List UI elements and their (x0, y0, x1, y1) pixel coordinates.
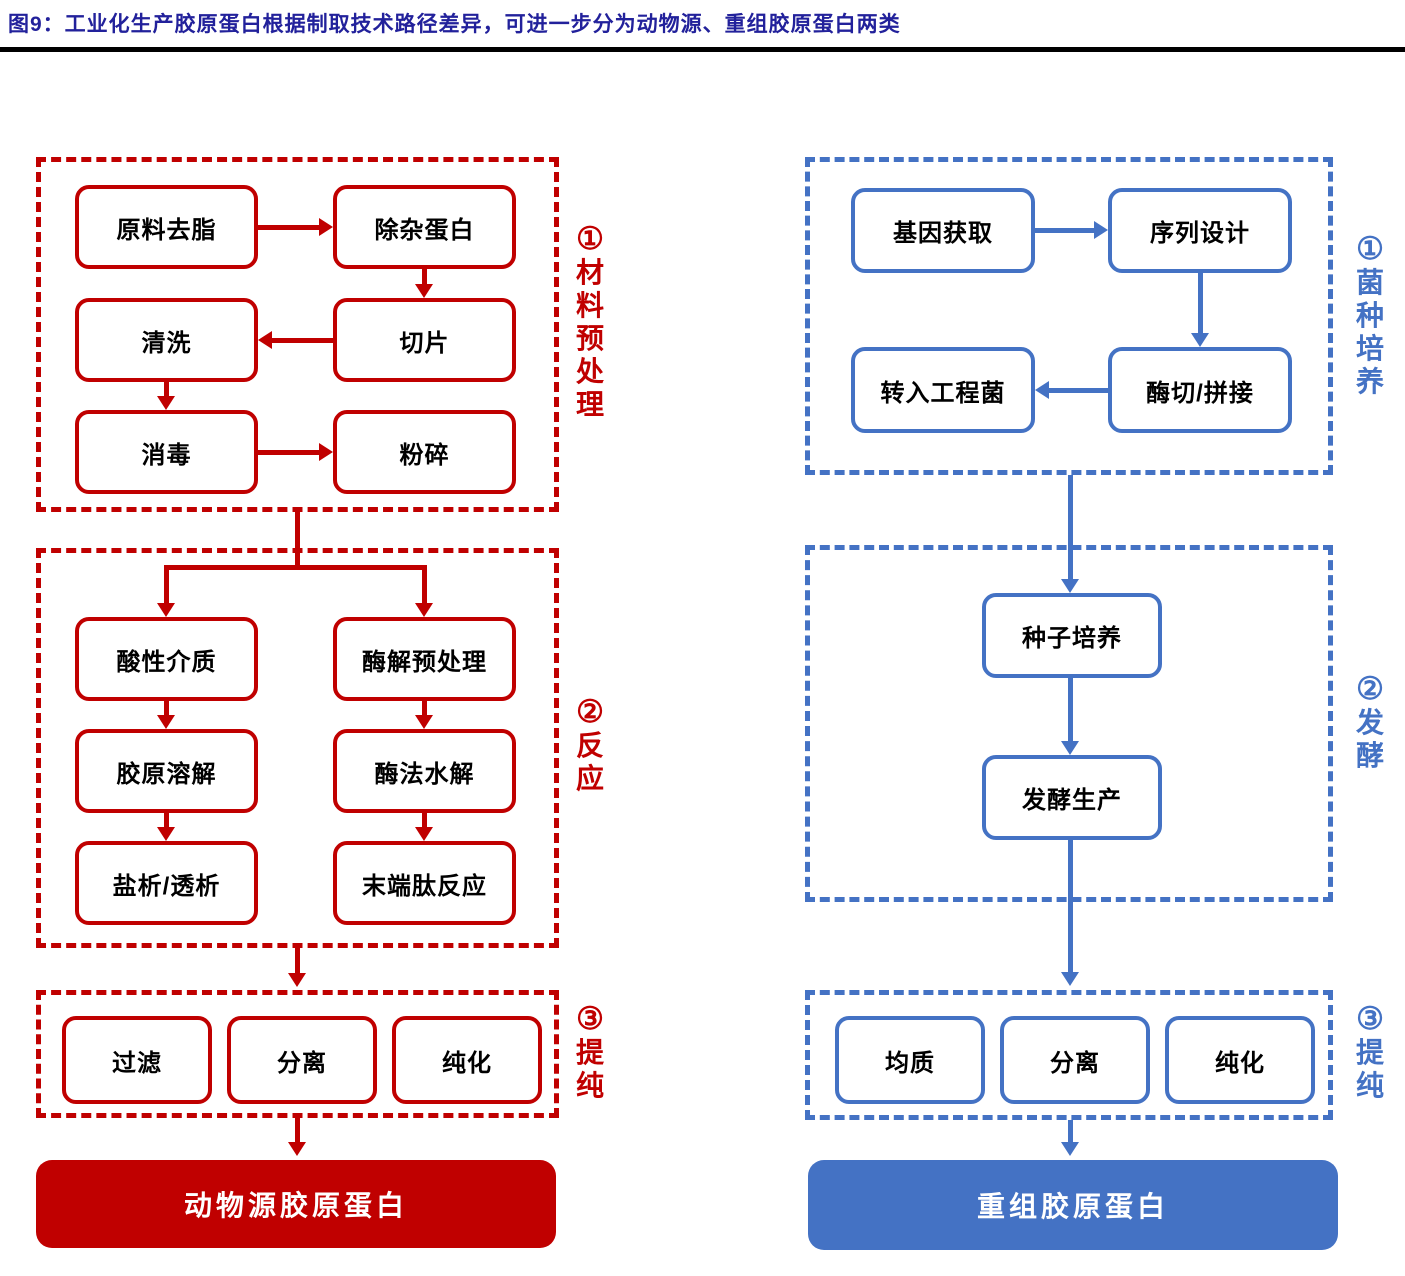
node-telopeptide-reaction: 末端肽反应 (333, 841, 516, 925)
result-animal-collagen: 动物源胶原蛋白 (36, 1160, 556, 1248)
node-separate: 分离 (227, 1016, 377, 1104)
title-divider (0, 47, 1405, 52)
arrow-head-down (288, 973, 306, 987)
left-stage1-frame (36, 157, 559, 512)
arrow-line (1049, 388, 1108, 393)
arrow-line (164, 382, 169, 396)
node-salting-dialysis: 盐析/透析 (75, 841, 258, 925)
connector-line (1068, 1120, 1073, 1143)
stage-number: ① (576, 221, 604, 256)
arrow-line (164, 813, 169, 827)
connector-line (1068, 475, 1073, 579)
arrow-head-down (157, 715, 175, 729)
arrow-head-right (319, 443, 333, 461)
node-homogenize: 均质 (835, 1016, 985, 1104)
stage-number: ③ (576, 1001, 604, 1036)
arrow-head-down (288, 1142, 306, 1156)
arrow-line (422, 269, 427, 284)
node-seed-culture: 种子培养 (982, 593, 1162, 678)
left-stage3-frame (36, 990, 559, 1118)
connector-line (1068, 840, 1073, 972)
connector-line (295, 948, 300, 974)
arrow-head-down (157, 827, 175, 841)
stage-number: ② (576, 694, 604, 729)
stage-number: ① (1356, 231, 1384, 266)
left-stage2-label: ② 反应 (568, 695, 612, 795)
arrow-head-down (415, 603, 433, 617)
connector-line (164, 565, 169, 603)
arrow-line (258, 450, 319, 455)
node-enzymatic-hydrolysis: 酶法水解 (333, 729, 516, 813)
node-enzymolysis-pretreat: 酶解预处理 (333, 617, 516, 701)
arrow-head-down (1191, 333, 1209, 347)
node-crush: 粉碎 (333, 410, 516, 494)
arrow-line (422, 701, 427, 715)
arrow-head-down (1061, 741, 1079, 755)
node-slice: 切片 (333, 298, 516, 382)
right-stage3-label: ③ 提纯 (1348, 1002, 1392, 1102)
arrow-line (164, 701, 169, 715)
stage-name: 菌种培养 (1355, 267, 1384, 397)
stage-name: 反应 (575, 730, 604, 794)
stage-name: 提纯 (1355, 1037, 1384, 1101)
node-enzyme-cut-splice: 酶切/拼接 (1108, 347, 1292, 433)
result-recombinant-collagen: 重组胶原蛋白 (808, 1160, 1338, 1250)
node-collagen-dissolve: 胶原溶解 (75, 729, 258, 813)
arrow-line (272, 338, 333, 343)
arrow-head-down (1061, 1142, 1079, 1156)
node-wash: 清洗 (75, 298, 258, 382)
right-stage3-frame (805, 990, 1333, 1120)
connector-line (422, 565, 427, 603)
stage-name: 提纯 (575, 1037, 604, 1101)
arrow-head-right (319, 218, 333, 236)
figure-title: 图9：工业化生产胶原蛋白根据制取技术路径差异，可进一步分为动物源、重组胶原蛋白两… (8, 13, 901, 36)
node-disinfect: 消毒 (75, 410, 258, 494)
stage-name: 发酵 (1355, 707, 1384, 771)
stage-name: 材料预处理 (575, 257, 604, 420)
node-purify: 纯化 (1165, 1016, 1315, 1104)
node-raw-degrease: 原料去脂 (75, 185, 258, 269)
node-fermentation-production: 发酵生产 (982, 755, 1162, 840)
arrow-line (1068, 678, 1073, 741)
arrow-line (1035, 228, 1094, 233)
arrow-line (258, 225, 319, 230)
right-stage2-label: ② 发酵 (1348, 672, 1392, 772)
node-sequence-design: 序列设计 (1108, 188, 1292, 273)
right-stage1-frame (805, 157, 1333, 475)
arrow-line (422, 813, 427, 827)
stage-number: ③ (1356, 1001, 1384, 1036)
right-stage1-label: ① 菌种培养 (1348, 232, 1392, 398)
connector-line (164, 565, 427, 570)
arrow-head-down (415, 827, 433, 841)
node-purify: 纯化 (392, 1016, 542, 1104)
arrow-line (1198, 273, 1203, 333)
arrow-head-down (415, 284, 433, 298)
arrow-head-down (1061, 972, 1079, 986)
connector-line (295, 512, 300, 570)
node-acidic-medium: 酸性介质 (75, 617, 258, 701)
arrow-head-down (1061, 579, 1079, 593)
arrow-head-down (157, 603, 175, 617)
node-transfer-to-bacteria: 转入工程菌 (851, 347, 1035, 433)
node-filter: 过滤 (62, 1016, 212, 1104)
connector-line (295, 1118, 300, 1143)
arrow-head-right (1094, 221, 1108, 239)
node-separate: 分离 (1000, 1016, 1150, 1104)
node-gene-acquisition: 基因获取 (851, 188, 1035, 273)
left-stage1-label: ① 材料预处理 (568, 222, 612, 421)
stage-number: ② (1356, 671, 1384, 706)
node-remove-impurity-protein: 除杂蛋白 (333, 185, 516, 269)
arrow-head-down (157, 396, 175, 410)
arrow-head-down (415, 715, 433, 729)
arrow-head-left (258, 331, 272, 349)
arrow-head-left (1035, 381, 1049, 399)
left-stage3-label: ③ 提纯 (568, 1002, 612, 1102)
